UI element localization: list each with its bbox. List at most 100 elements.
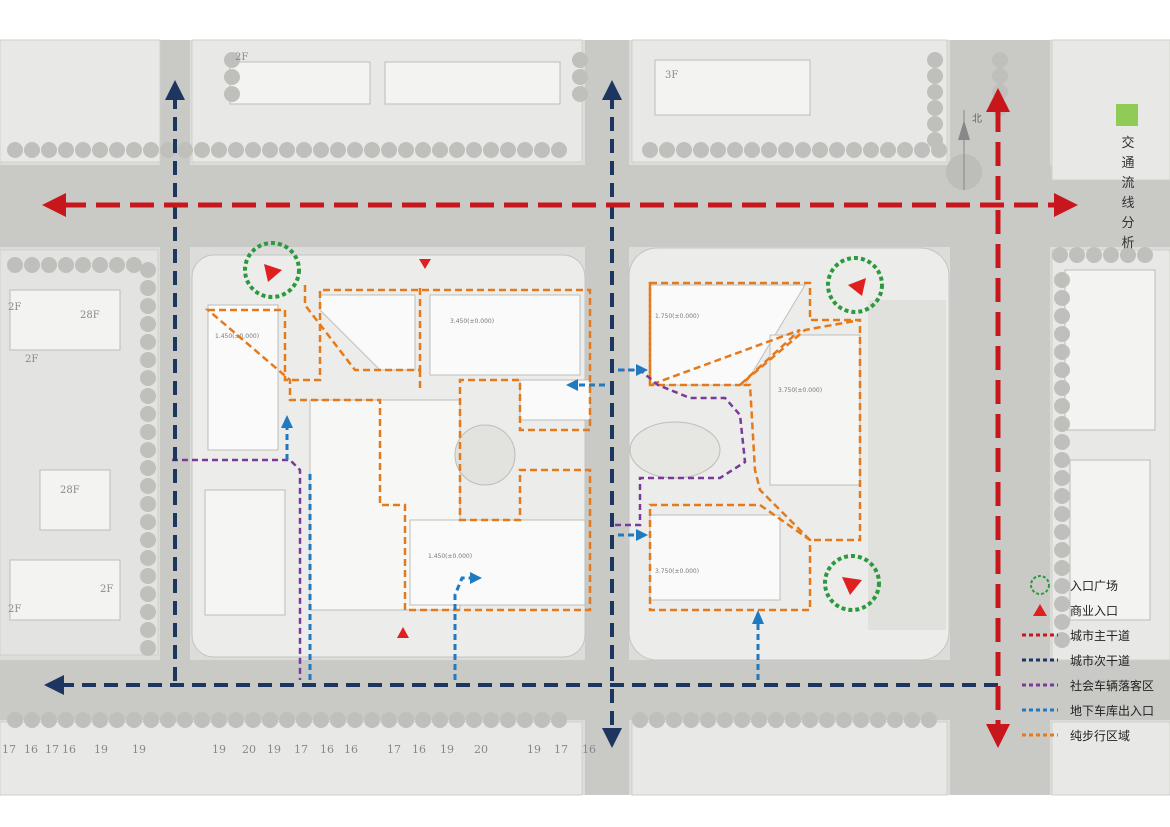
tree [245,142,261,158]
tree [897,142,913,158]
tree [572,69,588,85]
tree [1054,596,1070,612]
arrow-left-icon [42,193,66,217]
tree [676,142,692,158]
tree [927,116,943,132]
tree [992,68,1008,84]
floor-label: 28F [80,310,100,321]
tree [853,712,869,728]
tree [140,298,156,314]
tree [500,142,516,158]
commercial-entrance-icon [264,264,282,282]
tree [140,514,156,530]
tree [572,86,588,102]
legend: 入口广场 商业入口 城市主干道 城市次干道 社会车辆落客区 地下车库出入口 [1020,574,1170,749]
tree [140,532,156,548]
lot-number: 17 [387,743,401,756]
tree [1086,247,1102,263]
pedestrian-zone [204,288,592,612]
map-title: 交通流线分析 [1121,136,1135,251]
tree [160,712,176,728]
tree [1137,247,1153,263]
lot-number: 17 [294,743,308,756]
building [384,61,561,105]
legend-label: 商业入口 [1070,604,1119,618]
red-triangle-icon [1033,604,1047,616]
block [0,721,583,796]
tree [666,712,682,728]
tree [836,712,852,728]
tree [551,712,567,728]
legend-label: 纯步行区域 [1070,729,1131,743]
lot-number: 17 [554,743,568,756]
legend-label: 社会车辆落客区 [1070,679,1155,693]
main-roads [62,108,1058,728]
tree [398,142,414,158]
building [429,294,581,376]
lot-number: 19 [440,743,454,756]
lot-number: 16 [62,743,76,756]
tree [768,712,784,728]
tree [296,142,312,158]
block [631,721,948,796]
tree [224,52,240,68]
tree [41,257,57,273]
tree [58,712,74,728]
arrow-right-icon [1054,193,1078,217]
tree [632,712,648,728]
tree [92,142,108,158]
tree [415,712,431,728]
tree [1054,578,1070,594]
building [1069,459,1151,621]
tree [914,142,930,158]
floor-label: 2F [25,354,38,365]
arrow-left-icon [566,379,578,391]
tree [109,712,125,728]
tree [572,52,588,68]
building [9,559,121,621]
tree [829,142,845,158]
tree [517,142,533,158]
lot-number: 19 [132,743,146,756]
elevation-label: 3.750(±0.000) [778,387,822,394]
tree [927,100,943,116]
tree [1054,614,1070,630]
secondary-roads [60,95,1000,735]
tree [500,712,516,728]
arrow-right-icon [636,529,648,541]
legend-item-main-road: 城市主干道 [1020,624,1170,649]
tree [177,142,193,158]
tree [75,257,91,273]
lot-number: 20 [474,743,488,756]
tree [381,142,397,158]
tree [41,142,57,158]
legend-label: 地下车库出入口 [1070,704,1155,718]
building [9,289,121,351]
tree [517,712,533,728]
tree [992,52,1008,68]
drop-off-route [172,458,302,680]
building [204,489,286,616]
tree [279,142,295,158]
tree [693,142,709,158]
tree [41,712,57,728]
lot-number: 19 [212,743,226,756]
tree [140,424,156,440]
tree [140,640,156,656]
pedestrian-zone [648,281,862,542]
tree [727,142,743,158]
arrow-right-icon [470,572,482,584]
block [1051,39,1170,181]
tree [140,316,156,332]
tree [1120,247,1136,263]
tree [1054,524,1070,540]
garage-arrows [281,364,764,624]
tree [24,142,40,158]
tree [534,712,550,728]
navy-dash-icon [1022,658,1058,662]
tree [1054,488,1070,504]
lot-number: 16 [412,743,426,756]
tree [140,460,156,476]
